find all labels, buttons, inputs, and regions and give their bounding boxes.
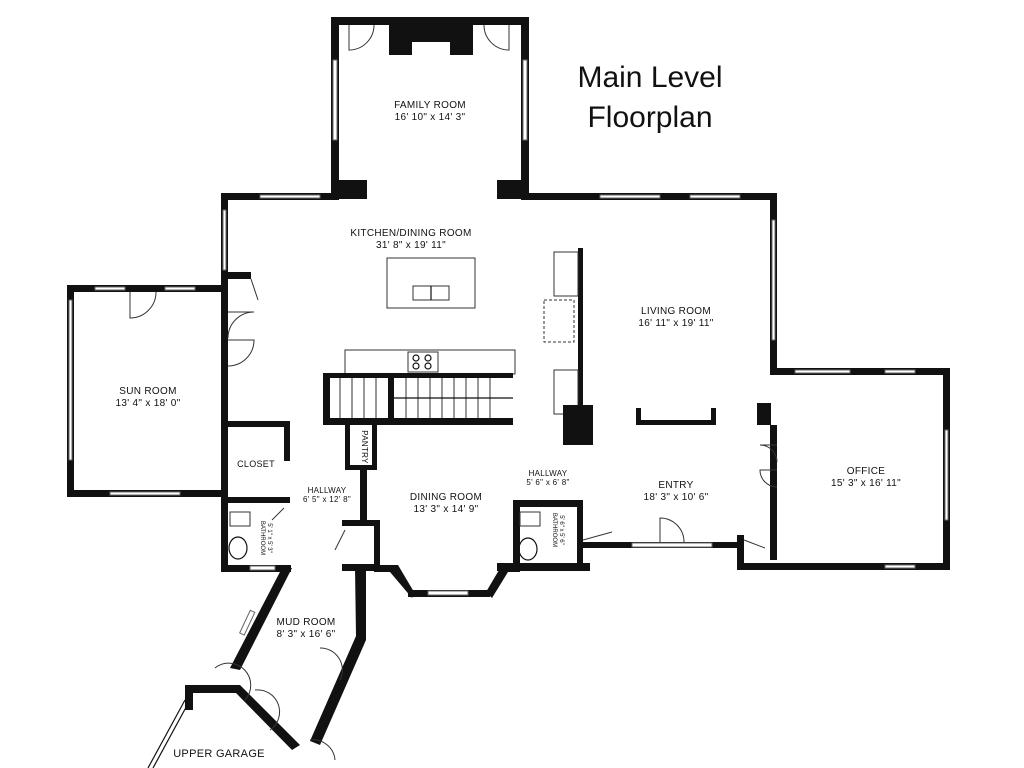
floorplan-title: Main Level Floorplan — [560, 58, 740, 138]
cooktop — [407, 351, 439, 373]
office-size: 15' 3" x 16' 11" — [831, 478, 901, 489]
hallway-right-size: 5' 6" x 6' 8" — [526, 478, 569, 487]
mud-room-name: MUD ROOM — [276, 617, 335, 628]
hallway-left-size: 6' 5" x 12' 8" — [303, 495, 351, 504]
stairs — [323, 373, 513, 425]
bathroom-left-name: BATHROOM — [259, 521, 265, 555]
sun-room-size: 13' 4" x 18' 0" — [116, 398, 181, 409]
office-name: OFFICE — [847, 466, 885, 477]
room-labels: FAMILY ROOM 16' 10" x 14' 3" KITCHEN/DIN… — [116, 100, 901, 760]
hallway-right-name: HALLWAY — [529, 469, 568, 478]
office-walls — [737, 368, 950, 570]
sun-room-name: SUN ROOM — [119, 386, 176, 397]
upper-garage-name: UPPER GARAGE — [173, 748, 265, 760]
family-room-doors — [348, 24, 510, 51]
closet-walls — [221, 421, 291, 572]
living-room-walls — [543, 248, 716, 445]
pantry-walls — [334, 425, 380, 571]
living-room-name: LIVING ROOM — [641, 306, 711, 317]
living-room-size: 16' 11" x 19' 11" — [638, 318, 713, 329]
family-room-size: 16' 10" x 14' 3" — [395, 112, 466, 123]
title-line-2: Floorplan — [587, 101, 713, 134]
entry-size: 18' 3" x 10' 6" — [644, 492, 709, 503]
hallway-left-name: HALLWAY — [308, 486, 347, 495]
kitchen-fixtures — [344, 257, 516, 375]
sun-room-walls — [67, 272, 259, 497]
dining-bay-walls — [374, 500, 557, 598]
bathroom-left-size: 5' 1" x 5' 3" — [266, 523, 272, 553]
bathroom-right-size: 5' 6" x 5' 6" — [558, 515, 564, 545]
family-room-name: FAMILY ROOM — [394, 100, 466, 111]
dining-room-name: DINING ROOM — [410, 492, 482, 503]
kitchen-name: KITCHEN/DINING ROOM — [350, 228, 471, 239]
title-line-1: Main Level — [577, 61, 723, 94]
kitchen-size: 31' 8" x 19' 11" — [376, 240, 446, 251]
dining-room-size: 13' 3" x 14' 9" — [414, 504, 479, 515]
pantry-name: PANTRY — [360, 430, 369, 464]
bathroom-right-name: BATHROOM — [551, 513, 557, 547]
mud-room-size: 8' 3" x 16' 6" — [276, 629, 335, 640]
mud-room-walls — [147, 568, 366, 768]
exterior-walls — [221, 193, 777, 560]
right-bathroom-walls — [513, 500, 613, 571]
entry-walls — [583, 517, 743, 548]
closet-name: CLOSET — [237, 459, 275, 469]
entry-name: ENTRY — [658, 480, 693, 491]
